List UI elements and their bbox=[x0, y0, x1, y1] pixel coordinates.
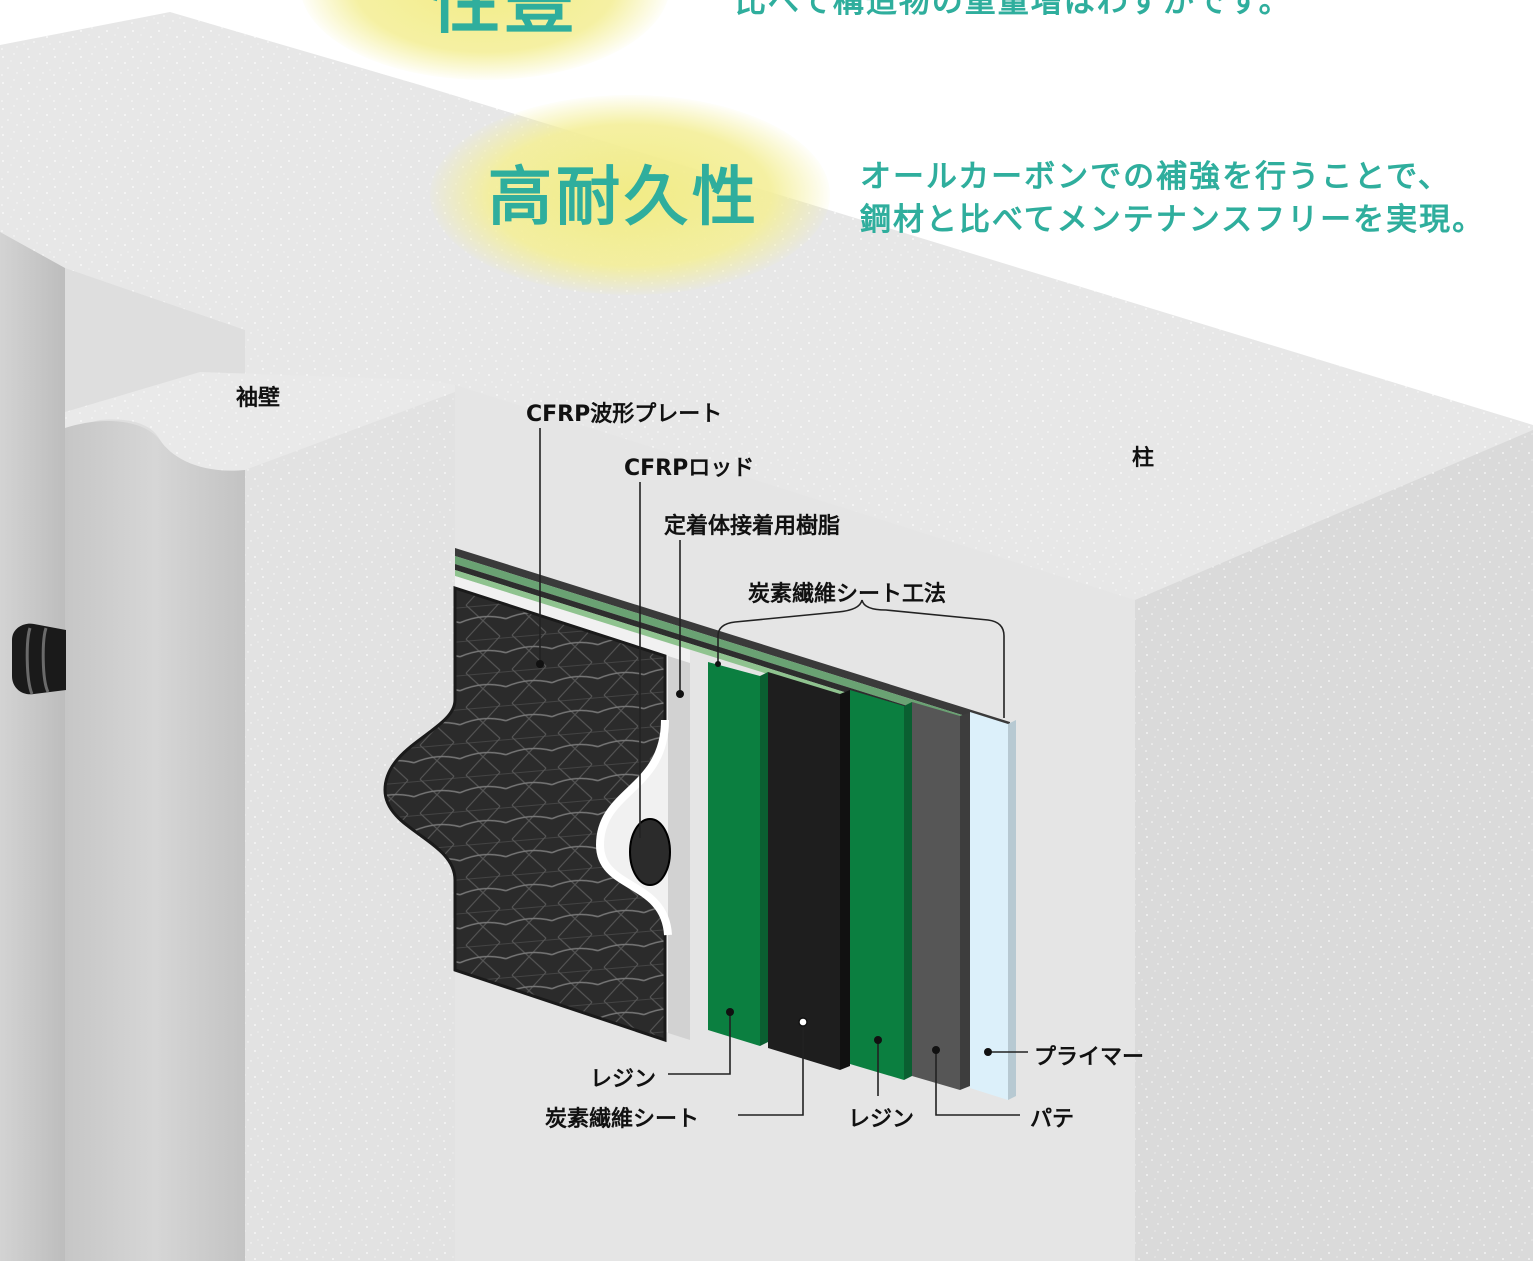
column-side-face bbox=[1135, 430, 1533, 1261]
wing-wall-front bbox=[245, 392, 455, 1261]
label-carbon-sheet: 炭素繊維シート bbox=[545, 1107, 700, 1132]
leader-dots bbox=[536, 660, 992, 1056]
label-anchor-resin: 定着体接着用樹脂 bbox=[664, 514, 841, 539]
feature-2-description-line-2: 鋼材と比べてメンテナンスフリーを実現。 bbox=[860, 202, 1486, 238]
resin-layer-1 bbox=[708, 662, 768, 1046]
anchor-end-detail bbox=[12, 623, 66, 695]
label-resin-2: レジン bbox=[848, 1107, 915, 1132]
resin-layer-2 bbox=[850, 690, 912, 1080]
label-cfrp-plate: CFRP波形プレート bbox=[526, 402, 723, 427]
label-sheet-method: 炭素繊維シート工法 bbox=[748, 582, 947, 607]
rounded-pillar bbox=[65, 420, 245, 1261]
wing-wall-top bbox=[65, 372, 455, 473]
label-putty: パテ bbox=[1030, 1107, 1075, 1132]
feature-1-description-line-1: 比べて構造物の重量増はわずかです。 bbox=[735, 0, 1292, 20]
label-cfrp-rod: CFRPロッド bbox=[624, 456, 755, 481]
label-resin-1: レジン bbox=[590, 1067, 657, 1092]
feature-2-description-line-1: オールカーボンでの補強を行うことで、 bbox=[860, 159, 1451, 195]
label-column: 柱 bbox=[1132, 446, 1155, 471]
anchor-resin-layer bbox=[595, 656, 690, 1040]
feature-2-title: 高耐久性 bbox=[488, 161, 760, 235]
putty-layer bbox=[912, 702, 970, 1090]
feature-1-title: 性豊 bbox=[430, 0, 578, 43]
label-primer: プライマー bbox=[1034, 1045, 1145, 1070]
leader-lines bbox=[539, 428, 1028, 1116]
cfrp-rod bbox=[629, 818, 671, 886]
primer-layer bbox=[970, 712, 1016, 1100]
carbon-fiber-sheet-layer bbox=[768, 672, 850, 1070]
label-wing-wall: 袖壁 bbox=[236, 386, 281, 411]
